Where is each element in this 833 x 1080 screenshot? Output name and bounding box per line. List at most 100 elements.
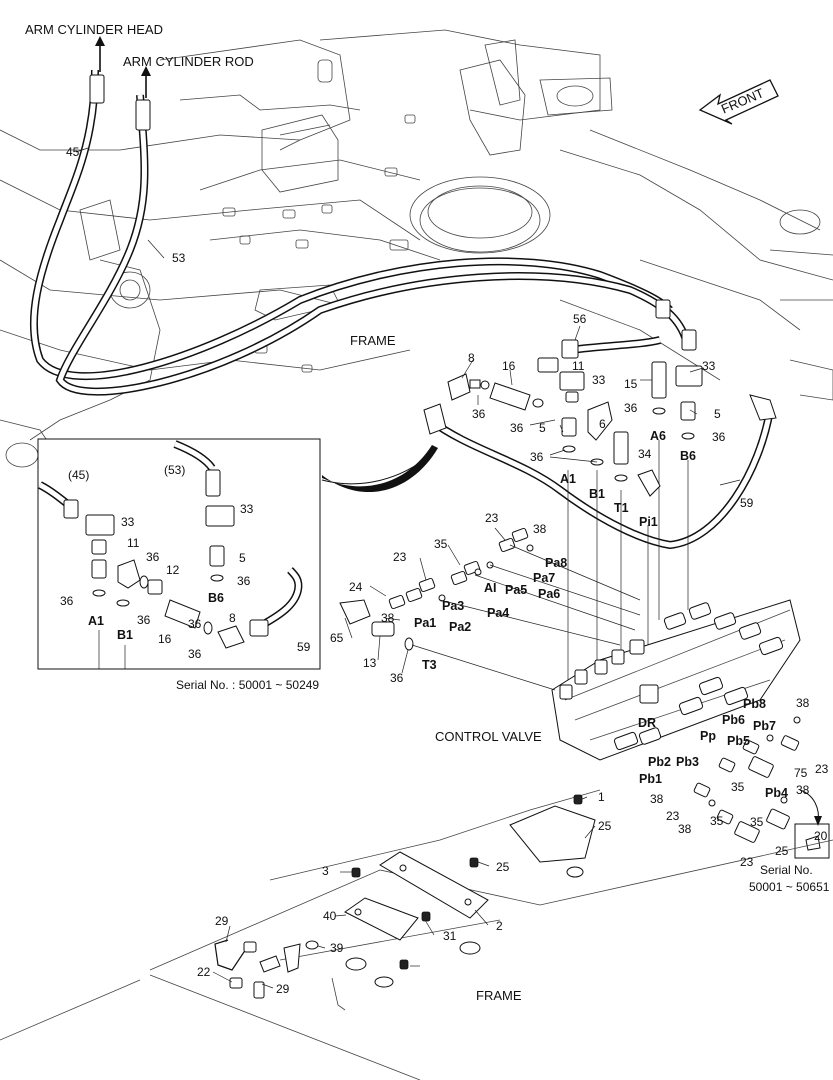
callout: Pa6 [538, 587, 560, 601]
callout: 20 [814, 829, 828, 843]
callout: Pa5 [505, 583, 527, 597]
callout: Pa2 [449, 620, 471, 634]
pilot-fittings-left [339, 527, 641, 691]
callout: 33 [702, 359, 716, 373]
callout: 23 [485, 511, 499, 525]
callout: 24 [349, 580, 363, 594]
callout: 23 [393, 550, 407, 564]
frame-bottom-label: FRAME [476, 988, 522, 1003]
callout: 12 [166, 563, 180, 577]
arm-cylinder-hoses [29, 36, 697, 396]
valve-spool-caps [559, 602, 784, 751]
callout: 36 [137, 613, 151, 627]
callout: 36 [530, 450, 544, 464]
callout: Pp [700, 729, 716, 743]
callout: 38 [381, 611, 395, 625]
control-valve-label: CONTROL VALVE [435, 729, 542, 744]
callout: 33 [240, 502, 254, 516]
callout: Pb1 [639, 772, 662, 786]
arm-cylinder-head-label: ARM CYLINDER HEAD [25, 22, 163, 37]
callout: 39 [330, 941, 344, 955]
callout: Pb2 [648, 755, 671, 769]
callout: 8 [468, 351, 475, 365]
callout: 56 [573, 312, 587, 326]
callout: 59 [297, 640, 311, 654]
callout: (45) [68, 468, 89, 482]
callout: 23 [666, 809, 680, 823]
callout: 33 [121, 515, 135, 529]
callout: Pb7 [753, 719, 776, 733]
callout: 36 [390, 671, 404, 685]
upper-fittings [423, 339, 777, 497]
callout: 45 [66, 145, 80, 159]
callout: 5 [239, 551, 246, 565]
callout: 29 [215, 914, 229, 928]
callout: 36 [188, 647, 202, 661]
callout: 5 [539, 421, 546, 435]
callout: 22 [197, 965, 211, 979]
inset-detail [37, 438, 438, 670]
callout: 25 [496, 860, 510, 874]
arm-cylinder-rod-label: ARM CYLINDER ROD [123, 54, 254, 69]
callout: 36 [237, 574, 251, 588]
frame-top-label: FRAME [350, 333, 396, 348]
callout: 36 [624, 401, 638, 415]
callout-leaders [75, 147, 741, 989]
callout: Pa7 [533, 571, 555, 585]
callout: 35 [731, 780, 745, 794]
callout: 34 [638, 447, 652, 461]
callout: A1 [560, 472, 576, 486]
callout: 11 [572, 359, 585, 373]
callout: B1 [589, 487, 605, 501]
callout: 25 [598, 819, 612, 833]
upper-frame-structure [0, 29, 833, 468]
callout: 25 [775, 844, 789, 858]
callout: 36 [146, 550, 160, 564]
callout: 53 [172, 251, 186, 265]
serial-small-title: Serial No. [760, 863, 813, 877]
inset-serial-label: Serial No. : 50001 ~ 50249 [176, 678, 319, 692]
callout: 6 [599, 417, 606, 431]
callout: T3 [422, 658, 437, 672]
callout: 33 [592, 373, 606, 387]
valve-feed-lines [427, 336, 774, 700]
callout: 11 [127, 536, 140, 550]
callout: Pa4 [487, 606, 509, 620]
callout-numbers: 45 53 56 8 16 11 33 15 33 36 36 5 6 36 5… [60, 145, 829, 996]
lower-plates [0, 789, 833, 1080]
callout: A1 [88, 614, 104, 628]
callout: B6 [208, 591, 224, 605]
callout: 1 [598, 790, 605, 804]
callout: 40 [323, 909, 337, 923]
callout: B1 [117, 628, 133, 642]
callout: 3 [322, 864, 329, 878]
callout: 16 [158, 632, 172, 646]
callout: 36 [60, 594, 74, 608]
callout: Pb6 [722, 713, 745, 727]
callout: 75 [794, 766, 808, 780]
callout: B6 [680, 449, 696, 463]
serial-small-range: 50001 ~ 50651 [749, 880, 830, 894]
callout: 38 [796, 696, 810, 710]
callout: Pi1 [639, 515, 658, 529]
callout: 38 [650, 792, 664, 806]
front-direction-arrow [698, 79, 779, 125]
callout: 36 [472, 407, 486, 421]
callout: 29 [276, 982, 290, 996]
callout: 35 [750, 815, 764, 829]
callout: 36 [712, 430, 726, 444]
callout: 15 [624, 377, 638, 391]
callout: DR [638, 716, 656, 730]
callout: 35 [434, 537, 448, 551]
callout: 35 [710, 814, 724, 828]
callout: 36 [510, 421, 524, 435]
callout: 36 [188, 617, 202, 631]
callout: Pb4 [765, 786, 788, 800]
callout: 65 [330, 631, 344, 645]
callout: A6 [650, 429, 666, 443]
callout: AI [484, 581, 497, 595]
control-valve-body [551, 599, 801, 761]
callout: Pb8 [743, 697, 766, 711]
